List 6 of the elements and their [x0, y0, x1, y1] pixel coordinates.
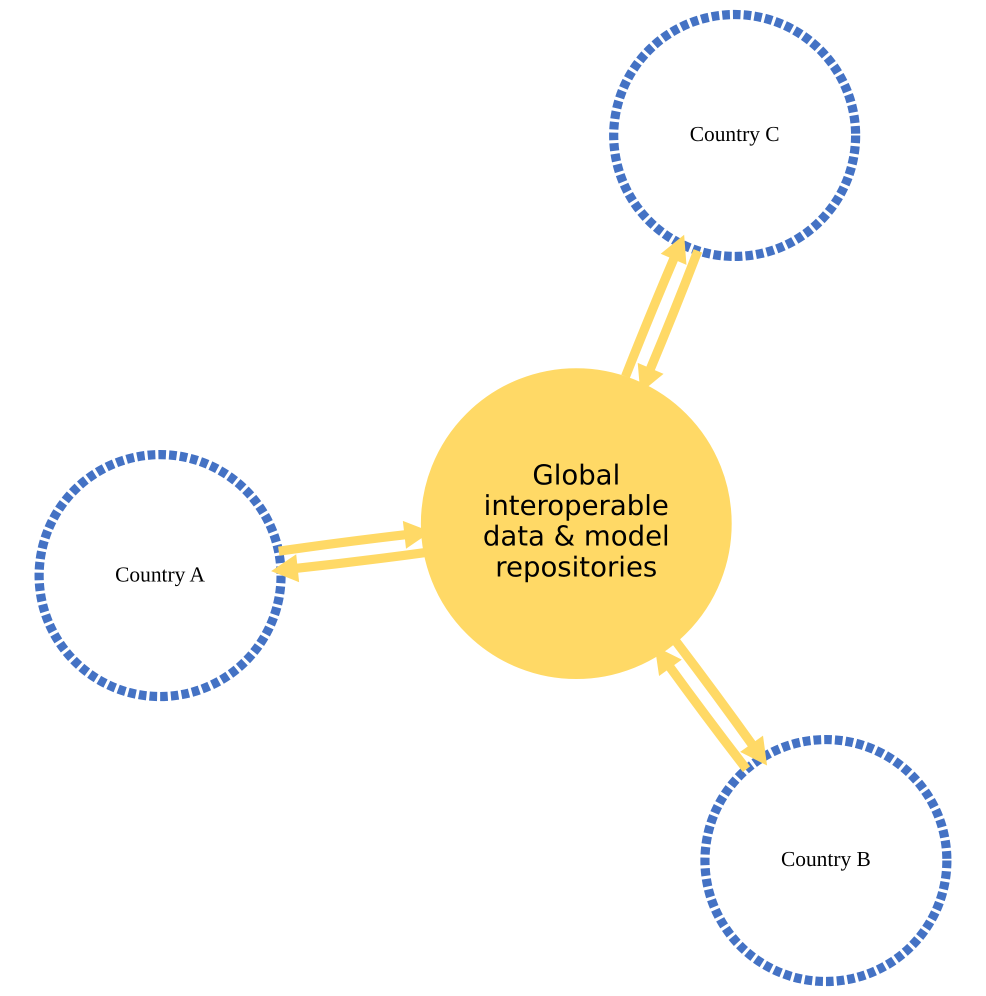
arrow [621, 234, 686, 378]
arrow [271, 548, 425, 582]
node-circle: Global interoperable data & model repositories [420, 368, 732, 680]
arrow [672, 638, 768, 766]
node-circle: Country A [34, 450, 286, 702]
node-circle: Country C [609, 10, 860, 262]
